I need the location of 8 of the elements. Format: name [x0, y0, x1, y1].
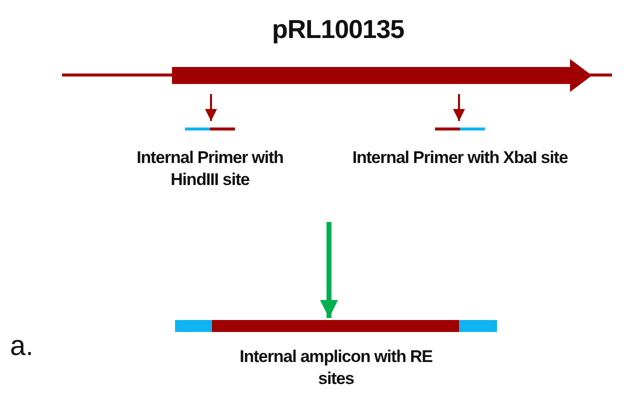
panel-label: a.: [10, 330, 34, 362]
arrow: [205, 94, 217, 121]
arrow: [320, 222, 338, 318]
primer-label: Internal Primer with XbaI site: [351, 147, 569, 169]
plasmid-title: pRL100135: [271, 14, 405, 44]
arrow: [453, 94, 465, 121]
primer-label: Internal Primer with HindIII site: [136, 147, 284, 191]
amplicon-label: Internal amplicon with RE sites: [238, 346, 434, 390]
